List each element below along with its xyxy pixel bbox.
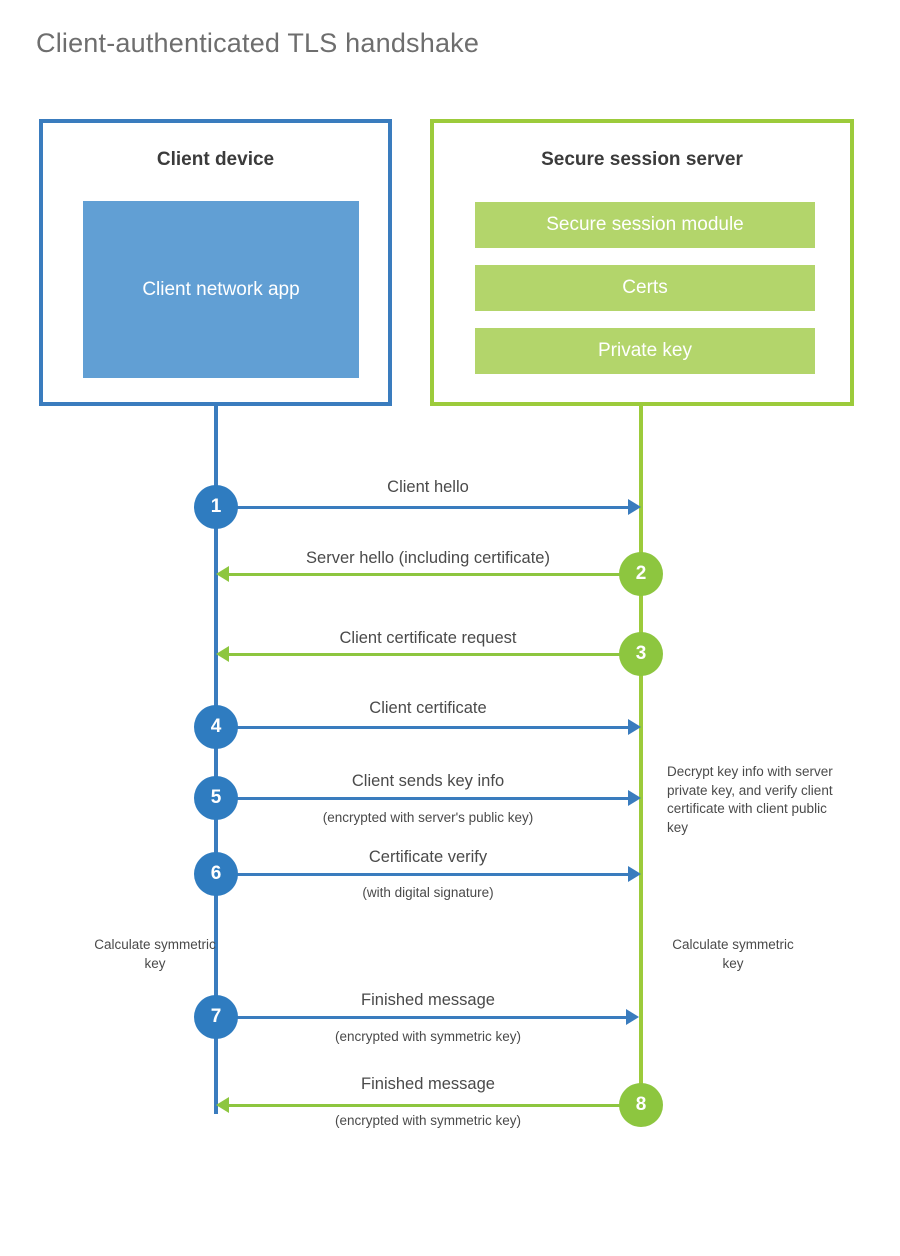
client-network-app-block: Client network app xyxy=(83,201,359,378)
step-4-arrow-line xyxy=(218,726,632,729)
step-2-arrow-head-icon xyxy=(216,566,229,582)
step-3-badge[interactable]: 3 xyxy=(619,632,663,676)
step-4-label: Client certificate xyxy=(369,699,487,717)
step-7-badge[interactable]: 7 xyxy=(194,995,238,1039)
step-1-arrow-head-icon xyxy=(628,499,641,515)
step-5-sublabel: (encrypted with server's public key) xyxy=(322,810,534,825)
step-5-badge[interactable]: 5 xyxy=(194,776,238,820)
step-6-arrow-line xyxy=(218,873,632,876)
server-decrypt-annotation: Decrypt key info with server private key… xyxy=(667,764,833,835)
step-4-badge[interactable]: 4 xyxy=(194,705,238,749)
secure-session-server-title: Secure session server xyxy=(541,149,743,170)
step-3-arrow-line xyxy=(228,653,640,656)
secure-session-module-block: Secure session module xyxy=(475,202,815,248)
client-device-title: Client device xyxy=(156,149,275,170)
step-8-arrow-line xyxy=(228,1104,640,1107)
step-6-label: Certificate verify xyxy=(368,848,488,866)
server-calculate-symmetric-key-annotation: Calculate symmetric key xyxy=(672,937,794,971)
step-5-arrow-line xyxy=(218,797,632,800)
certs-block: Certs xyxy=(475,265,815,311)
step-5-label: Client sends key info xyxy=(351,772,505,790)
private-key-block: Private key xyxy=(475,328,815,374)
step-7-arrow-head-icon xyxy=(626,1009,639,1025)
step-6-arrow-head-icon xyxy=(628,866,641,882)
step-8-arrow-head-icon xyxy=(216,1097,229,1113)
step-2-label: Server hello (including certificate) xyxy=(306,549,550,567)
step-3-label: Client certificate request xyxy=(339,629,517,647)
step-6-badge[interactable]: 6 xyxy=(194,852,238,896)
page-title: Client-authenticated TLS handshake xyxy=(36,28,480,58)
step-7-label: Finished message xyxy=(361,991,495,1009)
step-3-arrow-head-icon xyxy=(216,646,229,662)
client-device-box: Client device Client network app xyxy=(39,119,392,406)
step-5-arrow-head-icon xyxy=(628,790,641,806)
client-lifeline xyxy=(214,402,218,1114)
step-8-label: Finished message xyxy=(361,1075,495,1093)
secure-session-server-box: Secure session server Secure session mod… xyxy=(430,119,854,406)
client-calculate-symmetric-key-annotation: Calculate symmetric key xyxy=(94,937,216,971)
step-7-sublabel: (encrypted with symmetric key) xyxy=(334,1029,522,1044)
step-7-arrow-line xyxy=(218,1016,630,1019)
step-1-badge[interactable]: 1 xyxy=(194,485,238,529)
step-1-arrow-line xyxy=(218,506,632,509)
step-1-label: Client hello xyxy=(387,478,469,496)
step-2-arrow-line xyxy=(228,573,640,576)
server-lifeline xyxy=(639,402,643,1107)
step-8-badge[interactable]: 8 xyxy=(619,1083,663,1127)
step-6-sublabel: (with digital signature) xyxy=(362,885,494,900)
step-8-sublabel: (encrypted with symmetric key) xyxy=(334,1113,522,1128)
step-4-arrow-head-icon xyxy=(628,719,641,735)
step-2-badge[interactable]: 2 xyxy=(619,552,663,596)
